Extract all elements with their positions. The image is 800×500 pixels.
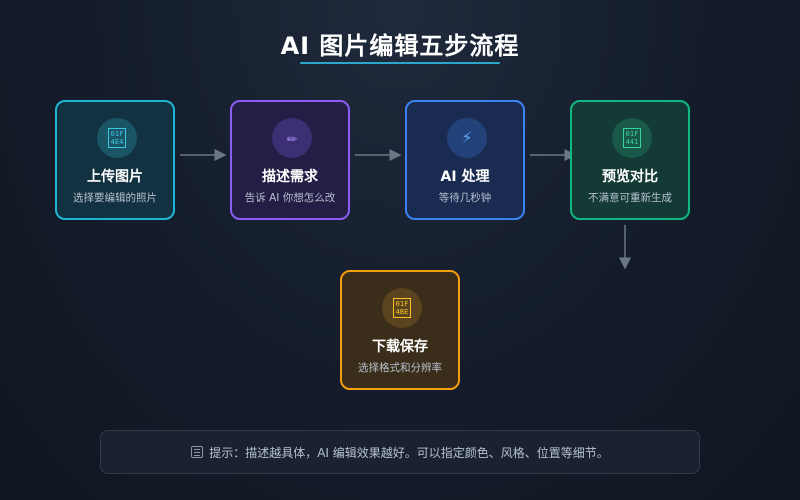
tip-icon <box>191 446 204 458</box>
step-card-describe: ✏ 描述需求 告诉 AI 你想怎么改 <box>230 100 350 220</box>
step-desc: 等待几秒钟 <box>438 192 492 204</box>
step-name: 上传图片 <box>87 169 143 185</box>
step-card-process: ⚡ AI 处理 等待几秒钟 <box>405 100 525 220</box>
step-desc: 选择格式和分辨率 <box>358 362 442 374</box>
step-desc: 选择要编辑的照片 <box>73 192 157 204</box>
pencil-icon: ✏ <box>272 118 312 158</box>
step-name: 预览对比 <box>602 169 658 185</box>
tip-box: 提示：描述越具体，AI 编辑效果越好。可以指定颜色、风格、位置等细节。 <box>100 430 700 474</box>
step-desc: 告诉 AI 你想怎么改 <box>244 192 336 204</box>
tip-text: 提示：描述越具体，AI 编辑效果越好。可以指定颜色、风格、位置等细节。 <box>209 445 609 460</box>
step-name: AI 处理 <box>440 169 490 185</box>
step-name: 描述需求 <box>262 169 318 185</box>
step-desc: 不满意可重新生成 <box>588 192 672 204</box>
title-underline <box>300 62 500 64</box>
lightning-icon: ⚡ <box>447 118 487 158</box>
step-name: 下载保存 <box>372 339 428 355</box>
diagram-title: AI 图片编辑五步流程 <box>280 32 520 60</box>
